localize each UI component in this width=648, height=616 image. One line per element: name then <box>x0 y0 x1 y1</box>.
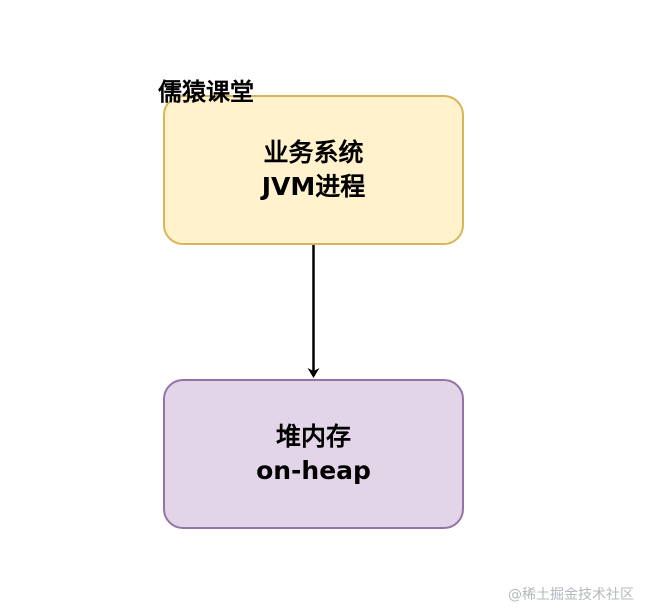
node-heap-memory-title: 堆内存 <box>275 422 351 451</box>
node-heap-memory-subtitle: on-heap <box>256 456 371 485</box>
node-business-system-title: 业务系统 <box>263 138 364 167</box>
node-business-system-subtitle: JVM进程 <box>261 172 366 201</box>
node-heap-memory[interactable]: 堆内存 on-heap <box>163 379 464 529</box>
brand-label: 儒猿课堂 <box>158 78 254 106</box>
node-business-system[interactable]: 业务系统 JVM进程 <box>163 95 464 245</box>
watermark-text: @稀土掘金技术社区 <box>508 587 634 603</box>
